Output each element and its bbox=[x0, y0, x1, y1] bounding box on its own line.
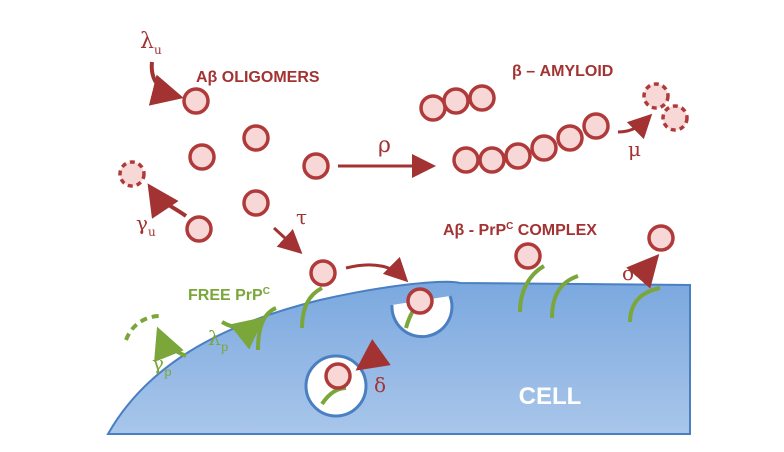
oligomer bbox=[242, 189, 270, 217]
rho-label: ρ bbox=[378, 133, 391, 158]
lambda-p-sym: λ bbox=[208, 326, 221, 350]
oligomer bbox=[182, 87, 210, 115]
lambda-u-arrow bbox=[148, 61, 184, 106]
sigma-label: σ bbox=[622, 261, 636, 285]
complex-prpc-stalk-1 bbox=[518, 264, 546, 313]
delta-arrow bbox=[355, 339, 391, 371]
endocytosis-arrow bbox=[345, 256, 409, 283]
tau-arrow bbox=[272, 226, 303, 255]
gamma-u-sub: u bbox=[148, 225, 156, 239]
delta-label: δ bbox=[374, 373, 386, 397]
lambda-p-arrow bbox=[221, 317, 265, 350]
free-prpc-prefix: FREE PrP bbox=[188, 287, 263, 304]
fibril-fragment bbox=[642, 82, 670, 110]
cell-label: CELL bbox=[519, 383, 582, 410]
fibril-bead bbox=[452, 146, 480, 174]
lambda-u-sym: λ bbox=[140, 29, 154, 54]
complex-label: Aβ - PrPC COMPLEX bbox=[443, 221, 597, 239]
gamma-p-sub: p bbox=[164, 365, 172, 379]
released-oligomer bbox=[647, 224, 675, 252]
lambda-p-label: λp bbox=[208, 326, 229, 354]
bound-prpc-stalk-1 bbox=[300, 286, 323, 329]
fibril-bead bbox=[468, 84, 496, 112]
mu-label: μ bbox=[628, 137, 641, 161]
oligomer-group bbox=[118, 82, 689, 390]
complex-prpc-stalk-3 bbox=[628, 286, 661, 323]
fibril-bead bbox=[582, 112, 610, 140]
cell-body bbox=[106, 280, 691, 435]
oligomer bbox=[185, 215, 213, 243]
vesicle-oligomer bbox=[324, 362, 352, 390]
free-prpc-label: FREE PrPC bbox=[188, 286, 270, 304]
fibril-bead bbox=[442, 87, 470, 115]
amyloid-label: β – AMYLOID bbox=[512, 63, 613, 80]
mu-arrow bbox=[617, 113, 653, 140]
complex-prpc-stalk-2 bbox=[550, 274, 579, 319]
endocytosed-oligomer bbox=[406, 287, 434, 315]
oligomer bbox=[302, 152, 330, 180]
gamma-u-arrow bbox=[147, 183, 188, 219]
complex-oligomer bbox=[514, 242, 542, 270]
released-prpc-stalk-dashed bbox=[124, 314, 161, 341]
degraded-oligomer bbox=[118, 160, 146, 188]
complex-label-sup: C bbox=[506, 221, 513, 232]
gamma-u-label: γu bbox=[136, 211, 156, 239]
oligomer bbox=[242, 124, 270, 152]
fibril-bead bbox=[530, 134, 558, 162]
free-prpc-stalk bbox=[256, 306, 277, 351]
prpc-group bbox=[124, 264, 661, 406]
bound-oligomer bbox=[309, 259, 337, 287]
lambda-u-label: λu bbox=[140, 29, 162, 57]
fibril-bead bbox=[556, 124, 584, 152]
gamma-p-label: γp bbox=[152, 351, 172, 379]
lambda-p-sub: p bbox=[221, 340, 229, 354]
complex-label-suffix: COMPLEX bbox=[513, 222, 597, 239]
lambda-u-sub: u bbox=[154, 43, 162, 57]
free-prpc-sup: C bbox=[263, 286, 270, 297]
gamma-p-arrow bbox=[154, 326, 187, 363]
fibril-bead bbox=[478, 146, 506, 174]
fibril-bead bbox=[419, 94, 447, 122]
tau-label: τ bbox=[296, 205, 307, 229]
sigma-arrow bbox=[626, 253, 660, 289]
gamma-p-sym: γ bbox=[152, 351, 164, 375]
oligomer bbox=[188, 143, 216, 171]
fibril-fragment bbox=[661, 104, 689, 132]
fibril-bead bbox=[504, 142, 532, 170]
oligomers-label: Aβ OLIGOMERS bbox=[196, 69, 320, 86]
complex-label-prefix: Aβ - PrP bbox=[443, 222, 506, 239]
gamma-u-sym: γ bbox=[136, 211, 148, 235]
